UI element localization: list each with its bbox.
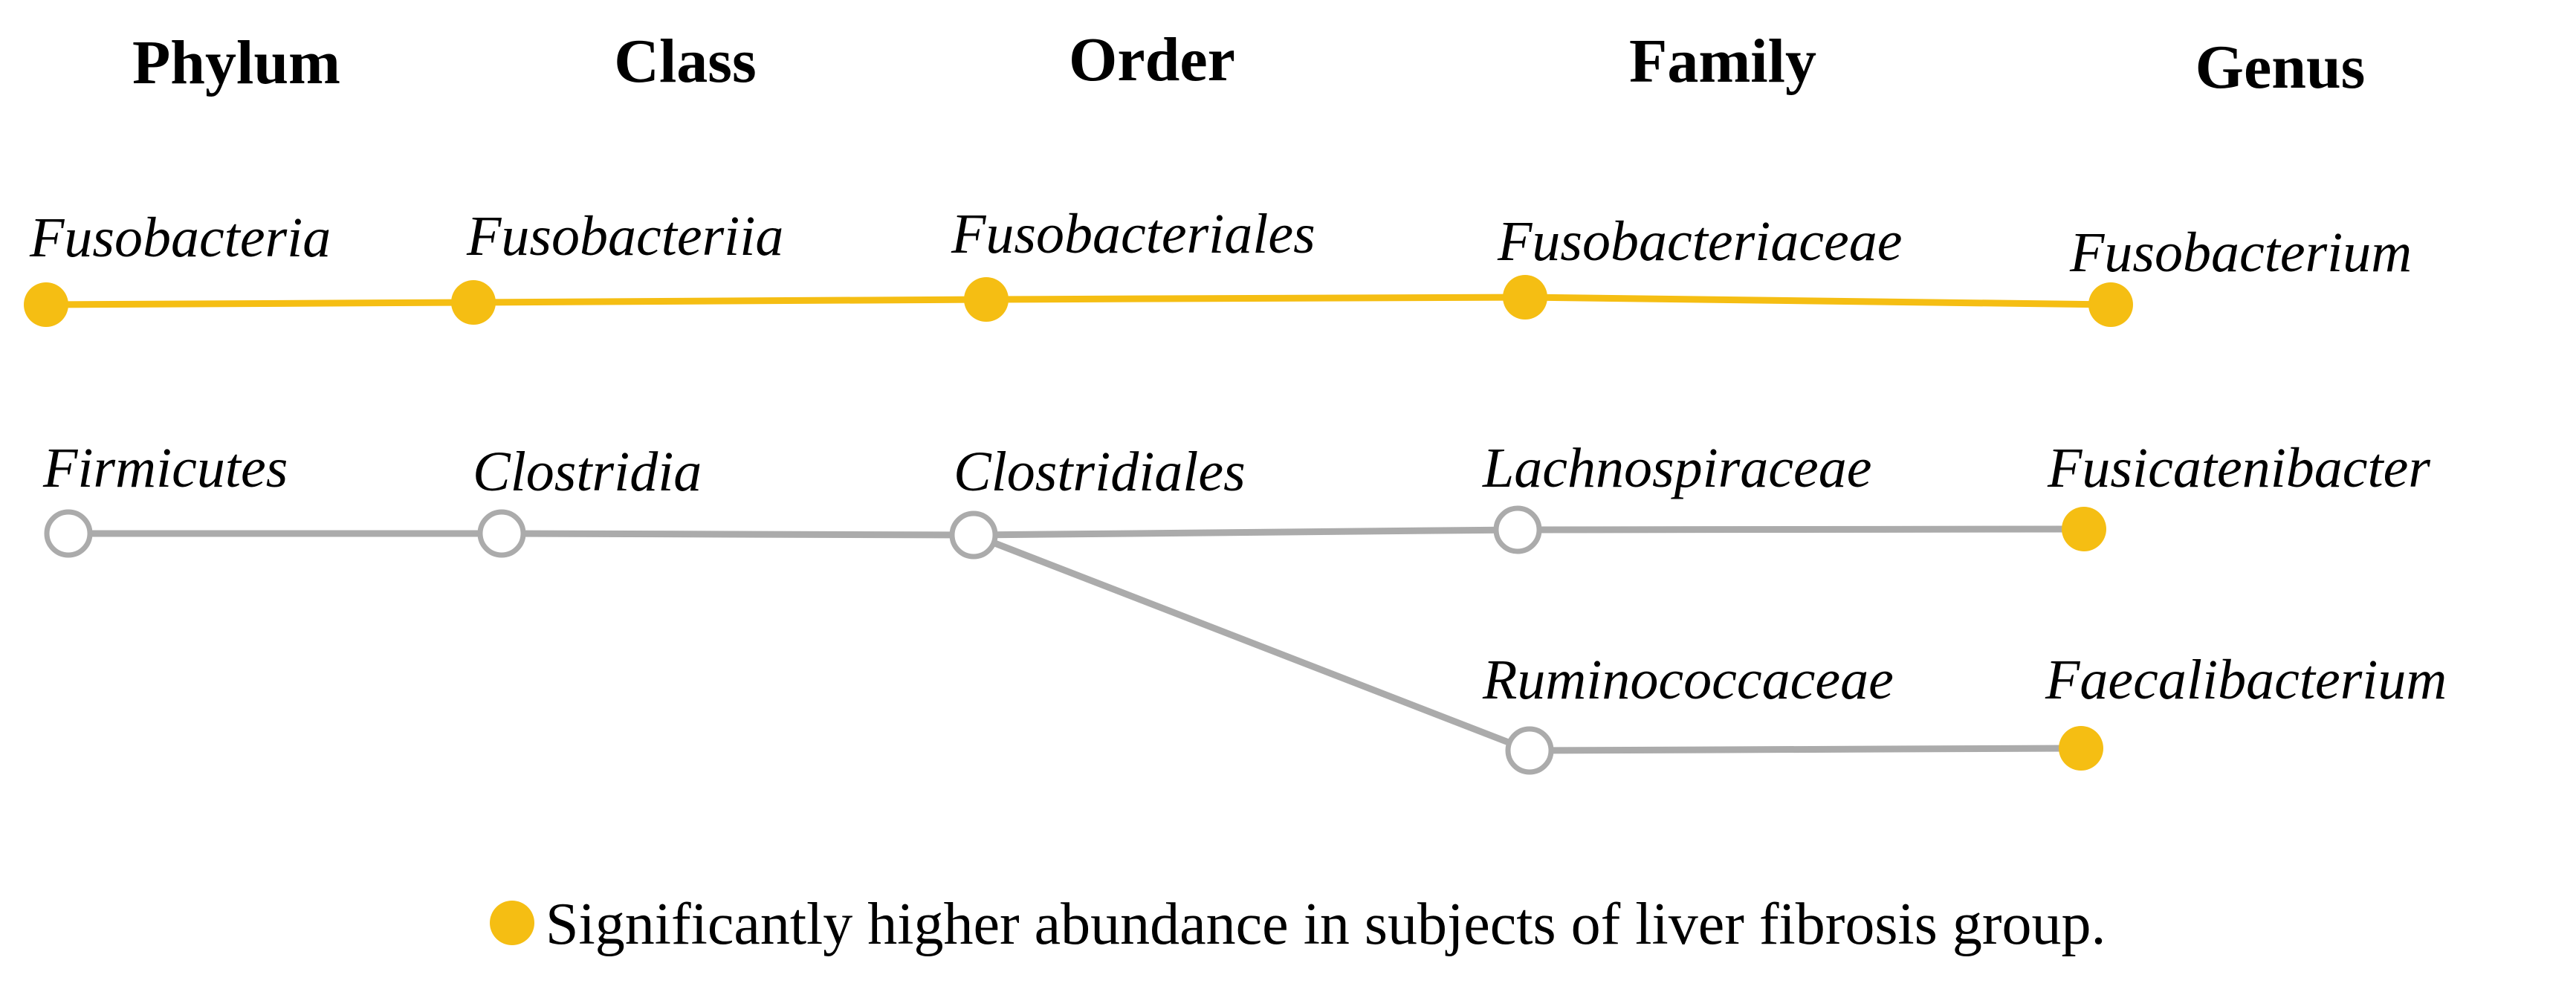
legend-text: Significantly higher abundance in subjec…: [546, 892, 2106, 957]
edge-fusobacteriales-fusobacteriaceae: [983, 294, 1529, 303]
node-clostridiales: [949, 510, 998, 560]
label-fusobacteria: Fusobacteria: [29, 207, 331, 269]
label-firmicutes: Firmicutes: [42, 437, 288, 499]
label-fusicatenibacter: Fusicatenibacter: [2047, 437, 2430, 499]
label-fusobacteriaceae: Fusobacteriaceae: [1497, 210, 1902, 273]
legend: Significantly higher abundance in subjec…: [490, 892, 2106, 957]
label-faecalibacterium: Faecalibacterium: [2045, 649, 2447, 711]
edge-clostridia-clostridiales: [498, 530, 977, 539]
edge-fusobacteriia-fusobacteriales: [470, 296, 990, 306]
label-fusobacteriia: Fusobacteriia: [466, 205, 783, 268]
edge-ruminococcaceae-faecalibacterium: [1526, 745, 2085, 754]
label-lachnospiraceae: Lachnospiraceae: [1482, 437, 1871, 499]
header-family: Family: [1629, 27, 1816, 96]
edge-fusobacteria-fusobacteriia: [42, 299, 477, 308]
node-fusobacteriales: [964, 277, 1009, 322]
tree-edges: [42, 294, 2114, 754]
node-fusobacteria: [24, 282, 68, 327]
node-fusobacterium: [2088, 282, 2133, 327]
label-fusobacterium: Fusobacterium: [2069, 221, 2412, 284]
edge-fusobacteriaceae-fusobacterium: [1521, 294, 2114, 308]
edge-clostridiales-lachnospiraceae: [970, 526, 1521, 539]
node-faecalibacterium: [2059, 726, 2103, 771]
node-ruminococcaceae: [1505, 726, 1554, 775]
legend-marker: [490, 901, 534, 945]
node-lachnospiraceae: [1493, 505, 1542, 554]
header-order: Order: [1069, 25, 1235, 94]
label-fusobacteriales: Fusobacteriales: [951, 203, 1315, 265]
node-fusobacteriia: [451, 280, 496, 325]
label-clostridiales: Clostridiales: [954, 441, 1246, 503]
header-phylum: Phylum: [132, 28, 340, 97]
header-genus: Genus: [2195, 33, 2366, 102]
node-firmicutes: [44, 509, 93, 558]
label-clostridia: Clostridia: [473, 441, 702, 503]
node-fusicatenibacter: [2062, 507, 2106, 551]
node-fusobacteriaceae: [1503, 275, 1547, 320]
label-ruminococcaceae: Ruminococcaceae: [1482, 649, 1894, 711]
node-clostridia: [477, 509, 526, 558]
header-class: Class: [614, 27, 756, 96]
tree-nodes: [24, 275, 2133, 775]
edge-lachnospiraceae-fusicatenibacter: [1514, 525, 2088, 534]
edge-clostridiales-ruminococcaceae: [970, 531, 1533, 754]
